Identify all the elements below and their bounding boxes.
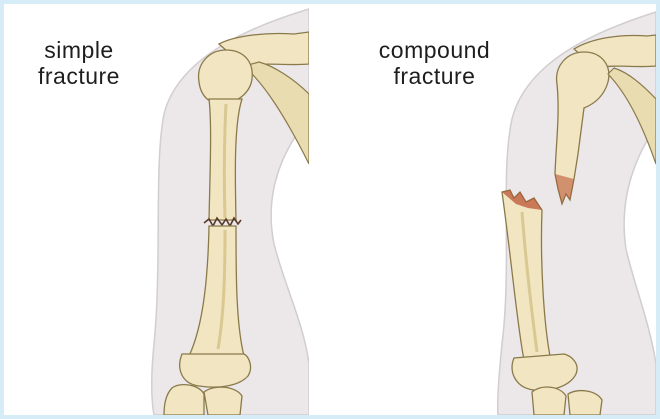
label-line-2: fracture [352,63,517,89]
simple-fracture-panel: simple fracture [4,4,309,415]
label-line-1: simple [14,37,144,63]
simple-fracture-label: simple fracture [14,37,144,89]
illustration-frame: simple fracture compound fracture [4,4,656,415]
label-line-2: fracture [14,63,144,89]
label-line-1: compound [352,37,517,63]
compound-fracture-panel: compound fracture [352,4,656,415]
compound-fracture-label: compound fracture [352,37,517,89]
elbow-condyle [180,354,251,387]
